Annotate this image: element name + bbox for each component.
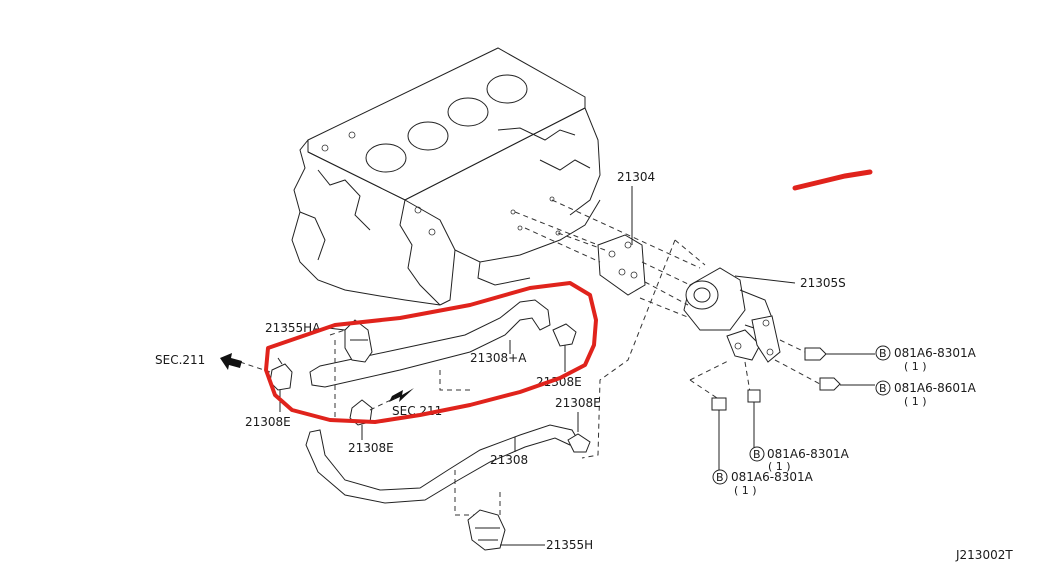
clamps	[269, 319, 591, 551]
arrow-sec211-right	[389, 388, 414, 402]
bolt-symbol-icon	[875, 345, 891, 361]
label-21308a: 21308+A	[470, 351, 527, 365]
arrow-sec211-left	[220, 353, 242, 370]
bolt-callouts: B 081A6-8301A ( 1 ) B 081A6-8601A ( 1 ) …	[712, 345, 977, 497]
label-sec211-left: SEC.211	[155, 353, 205, 367]
bolt-symbol-icon	[712, 469, 728, 485]
clamp-21308e-upper-right	[552, 323, 577, 347]
clip-21355ha	[344, 319, 373, 363]
hose-21308a	[309, 299, 551, 388]
bolt-1	[804, 347, 827, 361]
label-21304: 21304	[617, 170, 655, 184]
cylinder-bore	[407, 121, 449, 151]
bolt-symbol-icon	[875, 380, 891, 396]
bolt2-part-number: 081A6-8601A	[894, 381, 977, 395]
bolt1-quantity: ( 1 )	[904, 360, 927, 373]
bolt-2	[819, 377, 841, 391]
cylinder-bore	[447, 97, 489, 127]
bolt3-part-number: 081A6-8301A	[767, 447, 850, 461]
highlight-stroke	[792, 169, 873, 191]
clamp-21308e-lower-right	[567, 433, 591, 453]
bolt-symbol: B	[879, 347, 887, 360]
label-21308e-lower: 21308E	[348, 441, 394, 455]
label-21308: 21308	[490, 453, 528, 467]
bolt4-part-number: 081A6-8301A	[731, 470, 814, 484]
bracket-21304	[597, 234, 646, 296]
bolt-symbol: B	[716, 471, 724, 484]
bolt-3	[747, 389, 761, 403]
label-21308e-lower-right: 21308E	[555, 396, 601, 410]
bolt4-quantity: ( 1 )	[734, 484, 757, 497]
engine-block	[291, 47, 601, 306]
arrows	[220, 353, 414, 411]
highlight-outline	[264, 281, 598, 424]
hoses	[305, 299, 579, 516]
cylinder-bore	[486, 74, 528, 104]
bolt3-quantity: ( 1 )	[768, 460, 791, 473]
hose-21308	[305, 424, 579, 504]
bolt-symbol: B	[753, 448, 761, 461]
label-21308e-left: 21308E	[245, 415, 291, 429]
cylinder-bore	[365, 143, 407, 173]
bolt1-part-number: 081A6-8301A	[894, 346, 977, 360]
bolts	[711, 347, 875, 470]
label-21305s: 21305S	[800, 276, 846, 290]
red-highlight	[264, 169, 873, 424]
label-21355ha: 21355HA	[265, 321, 321, 335]
bolt-symbol: B	[879, 382, 887, 395]
bolt-symbol-icon	[749, 446, 765, 462]
label-21355h: 21355H	[546, 538, 593, 552]
oil-cooler-assembly	[510, 196, 821, 459]
diagram-id: J213002T	[955, 548, 1013, 562]
bolt-4	[711, 397, 727, 411]
clip-21355h	[467, 509, 506, 551]
part-labels: 21304 21305S 21355HA 21308+A 21308E 2130…	[155, 170, 846, 552]
leader-lines	[279, 186, 796, 546]
bolt2-quantity: ( 1 )	[904, 395, 927, 408]
label-21308e-upper-right: 21308E	[536, 375, 582, 389]
